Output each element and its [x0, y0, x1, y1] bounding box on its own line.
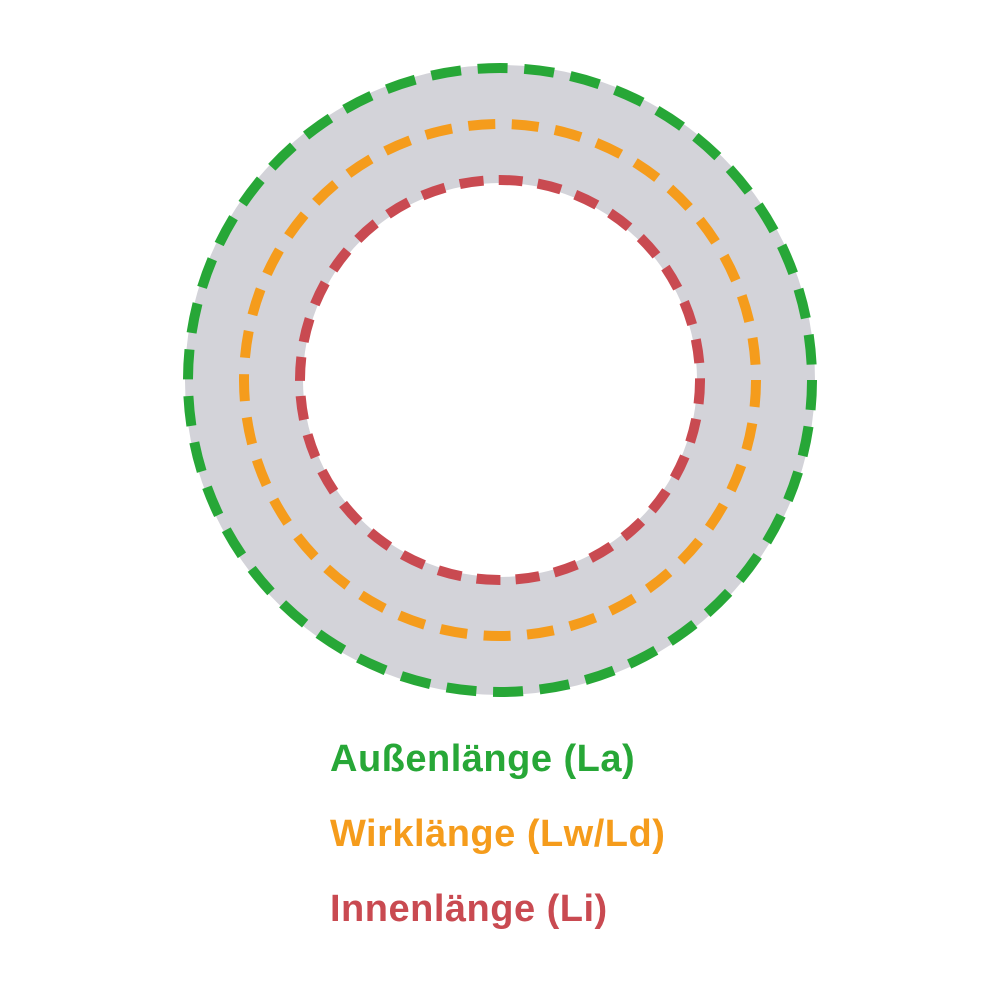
effective-length-circle	[239, 119, 761, 641]
belt-diagram-svg	[183, 63, 817, 697]
outer-length-circle	[183, 63, 817, 697]
legend-effective-length-label: Wirklänge (Lw/Ld)	[330, 813, 666, 855]
legend: Außenlänge (La) Wirklänge (Lw/Ld) Innenl…	[330, 740, 665, 928]
legend-outer-length-label: Außenlänge (La)	[330, 738, 636, 780]
legend-inner-length-label: Innenlänge (Li)	[330, 888, 608, 930]
inner-length-circle	[295, 175, 705, 585]
